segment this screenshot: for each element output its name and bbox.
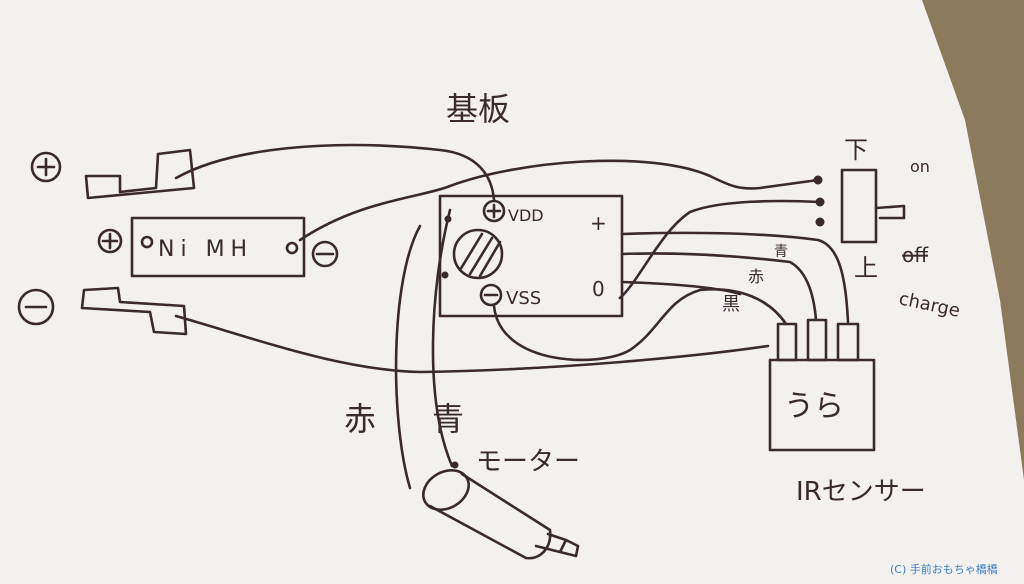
vdd-plus-mark	[486, 203, 502, 219]
wires	[174, 143, 850, 490]
nimh-label: Ni MH	[158, 237, 253, 262]
switch-pin-3	[815, 217, 825, 227]
motor-contact	[451, 461, 459, 469]
battery-end-plus	[140, 235, 154, 249]
circle-hatch	[458, 232, 502, 278]
wire-red-label: 赤	[748, 267, 764, 286]
battery-plus-terminal	[84, 148, 196, 200]
vss-label: VSS	[506, 288, 541, 309]
watermark: (C) 手前おもちゃ橋橋	[890, 562, 998, 576]
switch-knob	[874, 204, 906, 220]
plus-mark-left	[101, 232, 119, 250]
motor	[422, 469, 580, 560]
board-zero-label: 0	[592, 277, 605, 301]
battery-minus-terminal	[80, 286, 188, 336]
board-label: 基板	[446, 90, 510, 128]
wire-black-label: 黒	[722, 294, 740, 315]
motor-label: モーター	[476, 447, 580, 477]
switch-down-label: 下	[844, 136, 868, 164]
battery-plus-sign-left	[97, 228, 123, 254]
red-wire-label: 赤	[344, 400, 376, 438]
switch-up-label: 上	[854, 254, 878, 282]
sensor-pin-3	[836, 322, 860, 362]
battery-end-minus	[285, 241, 299, 255]
battery-minus-sign	[17, 288, 55, 326]
board-dot-2	[441, 271, 449, 279]
vdd-label: VDD	[508, 206, 544, 225]
battery-plus-sign-top	[30, 151, 62, 183]
slide-switch	[840, 168, 878, 244]
nimh-battery	[130, 216, 306, 278]
wire-blue-label: 青	[774, 244, 788, 260]
vss-sign	[479, 283, 503, 307]
crossed-circle	[452, 228, 504, 280]
off-label: off	[902, 243, 929, 267]
on-label: on	[910, 157, 930, 176]
plus-mark-top	[36, 157, 56, 177]
board-plus-label: +	[590, 211, 607, 235]
sensor-mark-label: うら	[784, 389, 844, 424]
battery-minus-sign-right	[311, 240, 339, 268]
ir-sensor-label: IRセンサー	[796, 477, 926, 507]
